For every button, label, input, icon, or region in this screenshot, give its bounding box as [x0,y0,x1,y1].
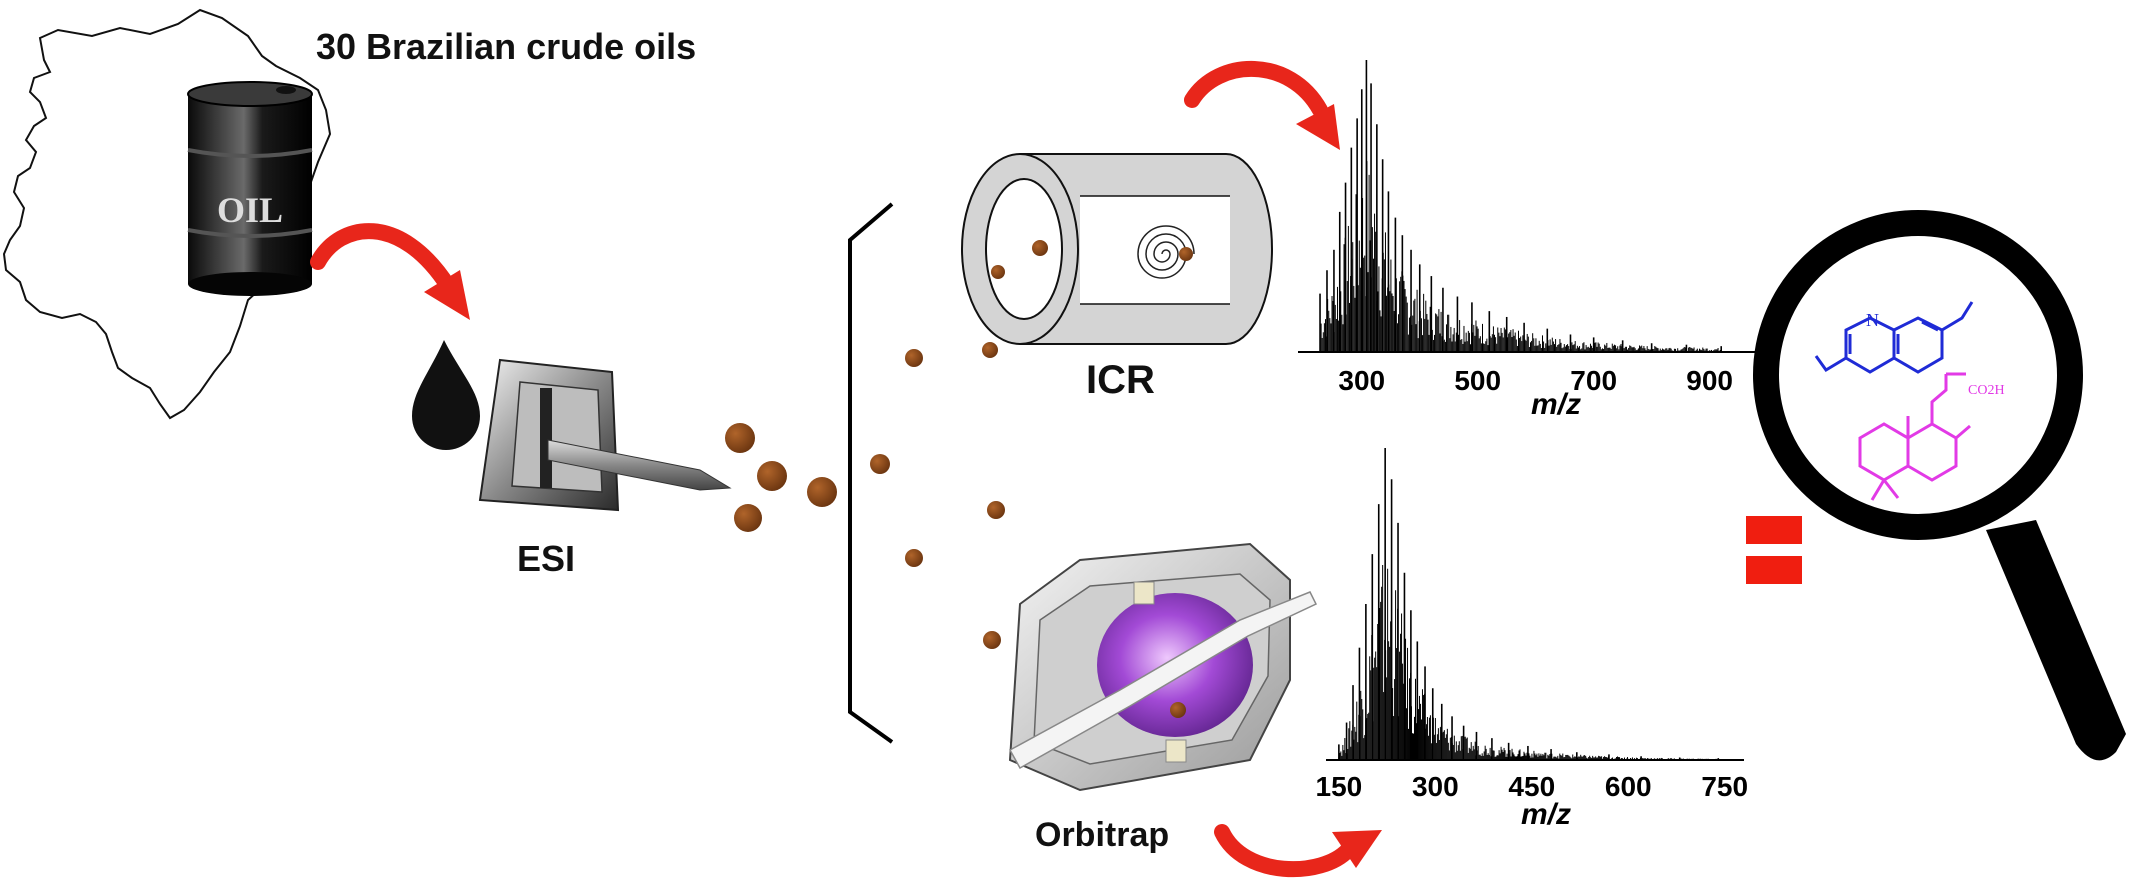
droplet-spray [725,342,1005,649]
icr-spectrum-chart: 300 500 700 900 m/z [1298,60,1756,421]
icr-x-axis-label: m/z [1531,388,1581,421]
oil-drop-icon [412,340,480,450]
orbitrap-spectrum-chart: 150 300 450 600 750 m/z [1316,448,1749,831]
orbitrap-label: Orbitrap [1035,816,1170,854]
icr-label: ICR [1086,358,1155,402]
icr-cell-icon [961,153,1273,345]
acid-structure: CO2H [1858,372,2005,501]
acid-co2h-label: CO2H [1968,383,2005,398]
esi-source-icon [478,358,732,512]
orbitrap-spectrum-ticks: 150 300 450 600 750 [1316,771,1749,802]
page-title: 30 Brazilian crude oils [316,26,697,67]
orbitrap-tick-label: 750 [1701,771,1748,802]
orbitrap-x-axis-label: m/z [1521,798,1571,831]
icr-tick-label: 700 [1570,365,1617,396]
bracket-icon [848,202,894,744]
arrow-to-orbitrap-spectrum [1214,824,1382,878]
orbitrap-tick-label: 150 [1316,771,1363,802]
icr-spectrum-ticks: 300 500 700 900 [1338,365,1733,396]
orbitrap-icon [1008,542,1318,792]
icr-tick-label: 900 [1686,365,1733,396]
orbitrap-tick-label: 300 [1412,771,1459,802]
magnifying-glass-icon [1753,210,2126,761]
quinoline-n-atom: N [1866,310,1879,330]
esi-label: ESI [517,538,576,579]
orbitrap-tick-label: 600 [1605,771,1652,802]
icr-spectrum-peaks [1319,60,1723,352]
orbitrap-spectrum-peaks [1338,448,1720,760]
oil-barrel-icon: OIL [187,81,313,296]
icr-tick-label: 300 [1338,365,1385,396]
arrow-to-icr-spectrum [1184,61,1340,150]
barrel-oil-text: OIL [217,190,283,230]
quinoline-structure: N [1814,301,1974,374]
arrow-to-drop [310,223,470,320]
orbitrap-tick-label: 450 [1508,771,1555,802]
brazil-map-outline [2,8,332,420]
icr-tick-label: 500 [1454,365,1501,396]
equals-icon [1746,516,1802,584]
